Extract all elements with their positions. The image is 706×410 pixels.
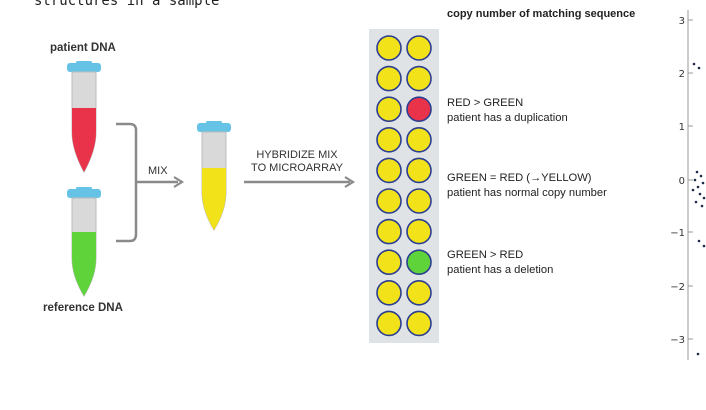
top-caption: structures in a sample [34, 0, 220, 9]
plot-point [695, 170, 699, 174]
array-spot-yellow [406, 218, 432, 245]
array-spot-yellow [406, 157, 432, 184]
plot-point [702, 196, 706, 200]
mix-bracket [116, 122, 138, 243]
plot-point [698, 192, 702, 196]
plot-point [696, 352, 700, 356]
plot-point [696, 185, 700, 189]
array-spot-yellow [376, 249, 402, 276]
reference-dna-liquid [72, 232, 96, 296]
plot-axis-ticks: 3 2 1 0 −1 −2 −3 [670, 16, 693, 346]
legend-item-heading: RED > GREEN [447, 97, 524, 109]
axis-tick-label: −3 [670, 335, 685, 346]
plot-point [700, 204, 704, 208]
plot-point [692, 62, 696, 66]
legend-item-description: patient has a deletion [447, 264, 554, 276]
plot-point [693, 178, 697, 182]
axis-tick-label: −1 [670, 228, 685, 239]
microarray-spots [376, 35, 432, 337]
axis-tick-label: −2 [670, 282, 685, 293]
mixed-dna-liquid [202, 168, 226, 230]
patient-dna-label: patient DNA [50, 42, 116, 54]
legend-item-description: patient has a duplication [447, 112, 568, 124]
patient-tube-cap [67, 63, 101, 72]
patient-tube [67, 61, 101, 174]
axis-tick-label: 1 [679, 122, 685, 133]
array-spot-red [406, 96, 432, 122]
array-spot-yellow [406, 127, 432, 153]
array-spot-green [406, 249, 432, 276]
axis-tick-label: 3 [679, 16, 685, 27]
array-spot-yellow [376, 218, 402, 245]
plot-point [702, 244, 706, 248]
reference-tube-cap [67, 189, 101, 198]
array-spot-yellow [376, 188, 402, 214]
array-spot-yellow [376, 35, 402, 61]
legend-item-heading: GREEN = RED (→YELLOW) [447, 172, 592, 184]
reference-dna-label: reference DNA [43, 302, 123, 314]
legend-title: copy number of matching sequence [447, 8, 636, 20]
array-spot-yellow [406, 279, 432, 306]
legend-item-duplication: RED > GREEN patient has a duplication [447, 96, 568, 126]
reference-tube [67, 187, 101, 297]
array-spot-yellow [406, 65, 432, 92]
plot-point [697, 239, 701, 243]
array-spot-yellow [376, 96, 402, 122]
axis-tick-label: 2 [679, 69, 685, 80]
array-spot-yellow [376, 279, 402, 306]
legend-item-deletion: GREEN > RED patient has a deletion [447, 248, 553, 278]
plot-point [697, 66, 701, 70]
array-spot-yellow [376, 310, 402, 337]
plot-point [699, 174, 703, 178]
mixed-tube-cap [197, 123, 231, 132]
plot-point [694, 200, 698, 204]
legend-item-normal: GREEN = RED (→YELLOW) patient has normal… [447, 171, 607, 201]
hybridize-line-1: HYBRIDIZE MIX [256, 149, 338, 161]
array-spot-yellow [376, 65, 402, 92]
array-spot-yellow [376, 157, 402, 184]
hybridize-line-2: TO MICROARRAY [251, 162, 343, 174]
legend-item-description: patient has normal copy number [447, 187, 607, 199]
mix-label: MIX [148, 165, 168, 177]
mixed-tube [197, 121, 231, 231]
plot-point [701, 181, 705, 185]
array-spot-yellow [406, 188, 432, 214]
array-spot-yellow [406, 310, 432, 337]
patient-dna-liquid [72, 108, 96, 172]
legend-item-heading: GREEN > RED [447, 249, 524, 261]
plot-point [691, 188, 695, 192]
axis-tick-label: 0 [679, 176, 685, 187]
array-spot-yellow [376, 127, 402, 153]
plot-scatter-points [691, 62, 706, 356]
array-spot-yellow [406, 35, 432, 61]
hybridize-label: HYBRIDIZE MIX TO MICROARRAY [244, 149, 350, 175]
